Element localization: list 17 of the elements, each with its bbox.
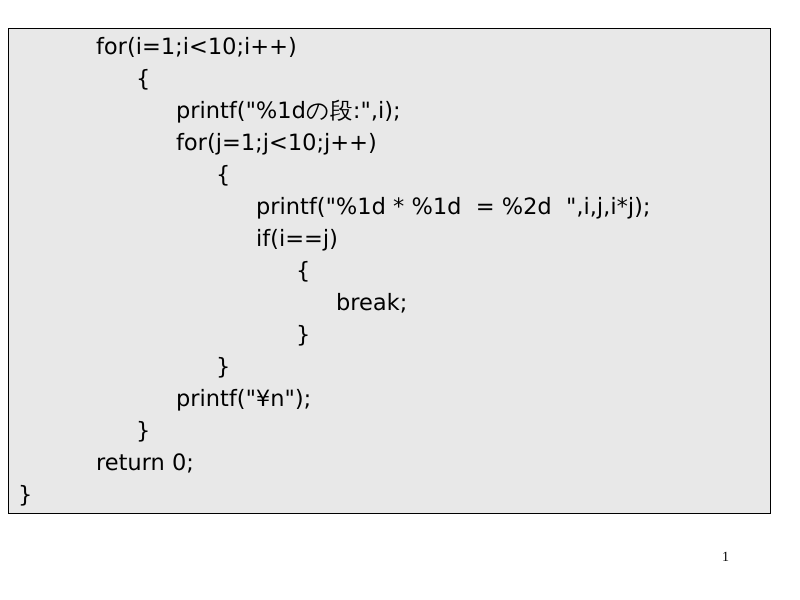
code-line: break; <box>336 289 408 317</box>
code-line: } <box>216 353 230 381</box>
code-line: printf("¥n"); <box>176 385 312 413</box>
code-line: return 0; <box>96 449 194 477</box>
code-line: { <box>296 257 310 285</box>
page-number: 1 <box>722 550 729 566</box>
code-line: } <box>136 417 150 445</box>
code-panel <box>8 28 771 514</box>
code-line: { <box>216 161 230 189</box>
code-line: for(j=1;j<10;j++) <box>176 129 377 157</box>
code-line: } <box>18 481 32 509</box>
code-line: if(i==j) <box>256 225 338 253</box>
code-line: for(i=1;i<10;i++) <box>96 33 297 61</box>
code-line: printf("%1d * %1d = %2d ",i,j,i*j); <box>256 193 650 221</box>
code-line: } <box>296 321 310 349</box>
code-line: { <box>136 65 150 93</box>
code-line: printf("%1dの段:",i); <box>176 97 401 125</box>
